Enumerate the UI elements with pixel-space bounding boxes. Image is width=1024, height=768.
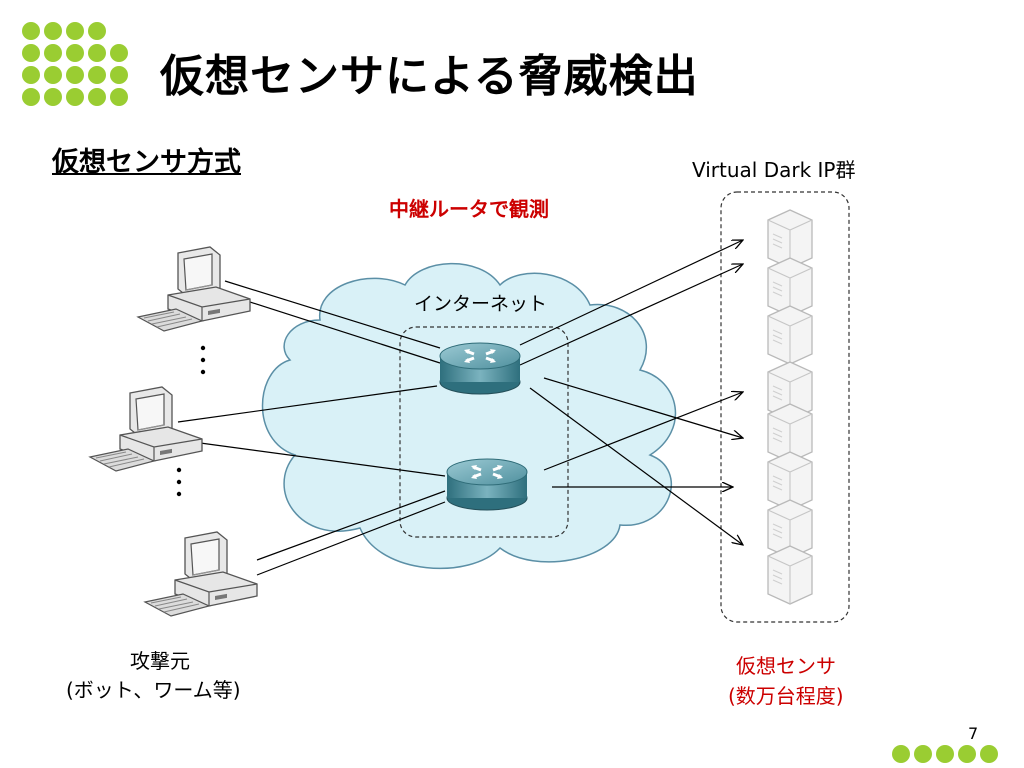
page-number: 7 xyxy=(968,724,979,743)
sensor-label-line2: (数万台程度) xyxy=(728,684,844,708)
attacker-label-line1: 攻撃元 xyxy=(130,649,190,673)
dark-ip-group-label: Virtual Dark IP群 xyxy=(692,158,856,182)
sensor-arrows xyxy=(519,240,743,545)
internet-label: インターネット xyxy=(414,293,548,315)
slide-title: 仮想センサによる脅威検出 xyxy=(160,51,699,102)
relay-note-label: 中継ルータで観測 xyxy=(389,197,549,221)
attacker-label-line2: (ボット、ワーム等) xyxy=(66,678,241,702)
vertical-ellipsis-icon-2 xyxy=(176,467,182,497)
sensor-label-line1: 仮想センサ xyxy=(736,654,836,678)
server-icon xyxy=(767,305,813,365)
method-subtitle: 仮想センサ方式 xyxy=(52,147,241,178)
attacker-links xyxy=(177,280,446,576)
router-icon-bottom xyxy=(445,457,529,512)
dot-grid-top-left xyxy=(0,0,130,110)
vertical-ellipsis-icon-1 xyxy=(200,345,206,375)
router-icon-top xyxy=(438,341,522,396)
attacker-pc-icon-2 xyxy=(89,386,203,472)
attacker-pc-icon-3 xyxy=(144,531,258,617)
virtual-sensor-stack xyxy=(767,209,813,605)
sensor-group-box xyxy=(720,191,850,623)
attacker-pc-icon-1 xyxy=(137,246,251,332)
server-icon xyxy=(767,545,813,605)
